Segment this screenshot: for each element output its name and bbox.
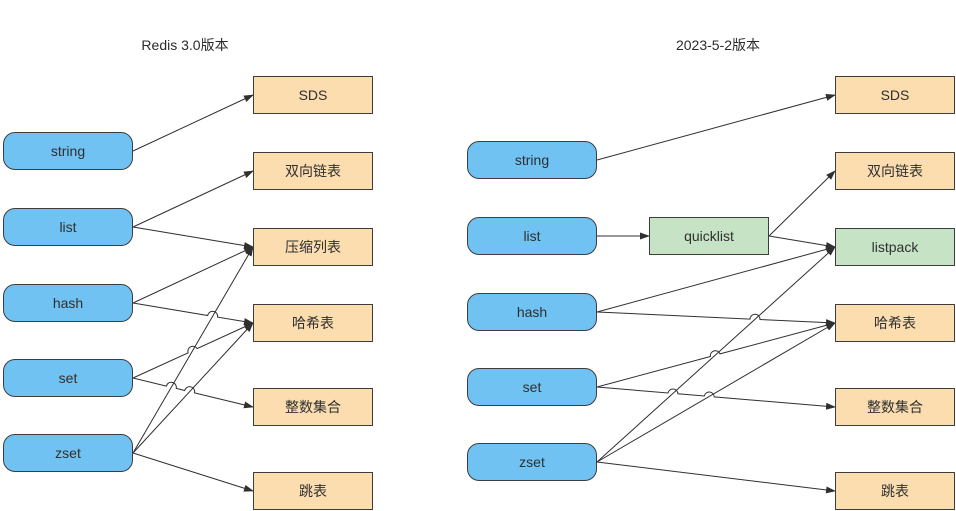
- edge-redis-3-0-set-hashtable: [132, 322, 254, 379]
- edge-v2023-5-2-zset-skiplist: [596, 461, 836, 494]
- edge-redis-3-0-set-intset: [132, 377, 254, 409]
- edge-redis-3-0-zset-hashtable: [132, 322, 254, 454]
- edge-v2023-5-2-hash-hashtable: [596, 311, 836, 327]
- panel-title-2023-5-2: 2023-5-2版本: [675, 37, 761, 53]
- node-v2023-5-2-hash: hash: [467, 293, 597, 331]
- edge-v2023-5-2-hash-listpack: [596, 245, 836, 313]
- edge-v2023-5-2-zset-hashtable: [596, 322, 836, 463]
- edge-redis-3-0-list-linkedlist: [132, 170, 254, 228]
- edge-v2023-5-2-quicklist-listpack: [768, 235, 836, 249]
- edge-v2023-5-2-set-hashtable: [596, 321, 836, 388]
- node-redis-3-0-list: list: [3, 208, 133, 246]
- edge-redis-3-0-zset-ziplist: [132, 246, 254, 454]
- node-redis-3-0-sds: SDS: [253, 76, 373, 114]
- edge-redis-3-0-hash-ziplist: [132, 246, 254, 304]
- node-redis-3-0-intset: 整数集合: [253, 388, 373, 426]
- edge-v2023-5-2-zset-listpack: [596, 246, 836, 463]
- edge-v2023-5-2-quicklist-linkedlist: [768, 170, 836, 237]
- node-v2023-5-2-skiplist: 跳表: [835, 472, 955, 510]
- node-v2023-5-2-quicklist: quicklist: [649, 217, 769, 255]
- node-v2023-5-2-string: string: [467, 141, 597, 179]
- node-redis-3-0-ziplist: 压缩列表: [253, 228, 373, 266]
- node-v2023-5-2-zset: zset: [467, 443, 597, 481]
- edge-v2023-5-2-set-intset: [596, 386, 836, 410]
- edge-redis-3-0-list-ziplist: [132, 226, 254, 249]
- edge-redis-3-0-zset-skiplist: [132, 452, 254, 492]
- node-redis-3-0-zset: zset: [3, 434, 133, 472]
- node-v2023-5-2-listpack: listpack: [835, 228, 955, 266]
- node-redis-3-0-linkedlist: 双向链表: [253, 152, 373, 190]
- node-redis-3-0-string: string: [3, 132, 133, 170]
- node-v2023-5-2-intset: 整数集合: [835, 388, 955, 426]
- node-v2023-5-2-set: set: [467, 368, 597, 406]
- panel-title-redis-3-0: Redis 3.0版本: [141, 37, 229, 53]
- edge-redis-3-0-string-sds: [132, 94, 254, 152]
- node-redis-3-0-hashtable: 哈希表: [253, 304, 373, 342]
- node-v2023-5-2-sds: SDS: [835, 76, 955, 114]
- node-redis-3-0-set: set: [3, 359, 133, 397]
- node-redis-3-0-skiplist: 跳表: [253, 472, 373, 510]
- edge-redis-3-0-hash-hashtable: [132, 302, 254, 325]
- edge-v2023-5-2-string-sds: [596, 93, 836, 161]
- node-redis-3-0-hash: hash: [3, 284, 133, 322]
- node-v2023-5-2-list: list: [467, 217, 597, 255]
- node-v2023-5-2-linkedlist: 双向链表: [835, 152, 955, 190]
- node-v2023-5-2-hashtable: 哈希表: [835, 304, 955, 342]
